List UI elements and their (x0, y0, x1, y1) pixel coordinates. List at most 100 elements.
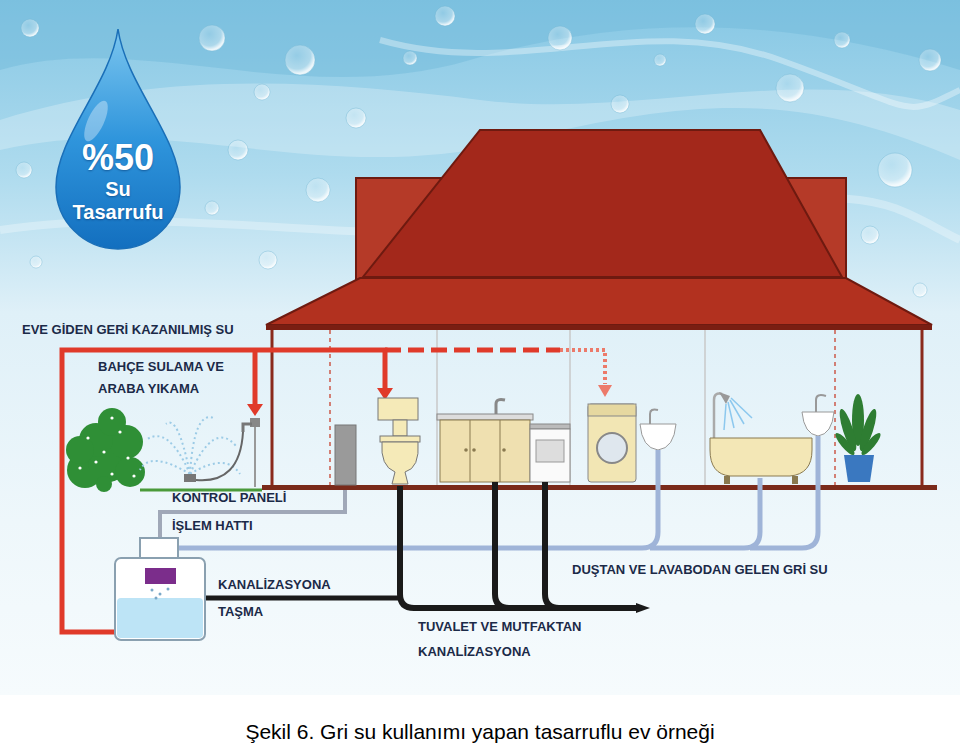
sewer-arrow (636, 603, 650, 613)
garden-part-part (110, 416, 113, 419)
garden-part (184, 474, 196, 482)
fixtures-part (530, 424, 570, 429)
sewer-pipe-part (545, 482, 559, 608)
fixtures-part (382, 442, 418, 484)
bubbles-part (834, 32, 850, 48)
house-walls-part (921, 330, 924, 487)
bubbles-part (16, 162, 32, 178)
garden-part-part (110, 472, 113, 475)
bubbles-part (403, 51, 417, 65)
garden-part (254, 427, 256, 487)
storage-tank-part (145, 568, 176, 584)
garden-part-part (96, 476, 112, 492)
bubbles-part (199, 25, 225, 51)
bubbles-part (548, 26, 572, 50)
fixtures-part (378, 398, 418, 420)
fixtures-part (470, 420, 471, 482)
bubbles-part (346, 108, 366, 128)
garden-part-part (190, 463, 240, 474)
fixtures-part (440, 420, 530, 482)
bubbles-part (861, 226, 879, 244)
garden-part (243, 424, 252, 432)
pipe-label: KONTROL PANELİ İŞLEM HATTI (172, 484, 312, 540)
garden-part (140, 417, 240, 474)
bubbles-part (695, 14, 715, 34)
water-background-part (0, 0, 960, 77)
pipe-label: DUŞTAN VE LAVABODAN GELEN GRİ SU (572, 560, 828, 580)
garden-part-part (94, 460, 97, 463)
fixtures-part (792, 476, 798, 484)
house-roof-part (266, 325, 932, 330)
house-roof-part (266, 278, 932, 325)
fixtures-part (710, 438, 812, 476)
pipe-label: TUVALET VE MUTFAKTAN KANALİZASYONA (418, 614, 618, 664)
house-walls-part (834, 330, 836, 487)
garden-part-part (98, 408, 126, 436)
pipe-label: BAHÇE SULAMA VE ARABA YIKAMA (98, 356, 248, 400)
fixtures-part (802, 412, 834, 436)
pipe-label: EVE GİDEN GERİ KAZANILMIŞ SU (22, 320, 234, 340)
storage-tank-part (155, 597, 158, 600)
fixtures-part (588, 404, 636, 482)
bubbles-part (228, 140, 248, 160)
sewer-pipe-part (495, 482, 509, 608)
storage-tank-part (140, 538, 178, 560)
fixtures-part (500, 420, 501, 482)
bubbles-part (435, 6, 455, 26)
house-walls-part (329, 330, 331, 487)
sewer-pipe-part (205, 596, 398, 601)
garden-part-part (66, 436, 94, 464)
fixtures-part (496, 400, 505, 415)
fixtures-part (640, 424, 676, 450)
garden-part-part (132, 474, 135, 477)
bubbles-part (259, 251, 277, 269)
water-background-part (380, 40, 960, 107)
house-walls-part (271, 330, 274, 487)
house-walls-part (704, 330, 706, 487)
garden (66, 408, 262, 492)
bubbles-part (654, 54, 666, 66)
bubbles-part (776, 74, 804, 102)
sewer-pipe-part (400, 486, 638, 608)
recycled-water-pipe-part (62, 350, 385, 632)
garden-part (196, 432, 243, 480)
fixtures-part (472, 448, 476, 452)
fixtures-part (597, 433, 627, 463)
fixtures-part (393, 420, 407, 436)
fixtures-part (502, 448, 506, 452)
house-walls-part (262, 485, 937, 490)
fixtures-part-part (859, 431, 883, 458)
garden-part-part (78, 466, 81, 469)
fixtures-part (536, 440, 564, 462)
garden-part-part (86, 436, 89, 439)
bubbles-part (919, 49, 941, 71)
bubbles-part (306, 178, 330, 202)
grey-water-pipe-part (650, 478, 760, 548)
water-drop: %50 Su Tasarrufu (52, 25, 184, 253)
house-roof-part (363, 130, 842, 277)
pipe-label: KANALİZASYONA TAŞMA (218, 571, 353, 625)
bubbles-part (611, 95, 629, 113)
fixtures (378, 392, 883, 484)
fixtures-part (380, 436, 420, 442)
storage-tank-part (167, 588, 170, 591)
garden-part-part (190, 417, 214, 474)
water-background-part (0, 0, 960, 695)
recycled-water-pipe-part (247, 404, 263, 416)
recycled-water-pipe-part (560, 350, 605, 384)
fixtures-part (530, 429, 570, 482)
fixtures-part (844, 455, 874, 482)
fixtures-part (724, 398, 752, 430)
fixtures-part (833, 394, 883, 457)
bubbles-part (254, 84, 270, 100)
bubbles-part (30, 256, 42, 268)
bubbles-part (21, 19, 39, 37)
control-panel-part (335, 425, 356, 485)
recycled-water-pipe-part (253, 350, 258, 404)
recycled-water-pipe-part (385, 348, 560, 353)
fixtures-part (437, 414, 533, 420)
bubbles (16, 6, 941, 297)
garden-part-part (140, 461, 190, 474)
